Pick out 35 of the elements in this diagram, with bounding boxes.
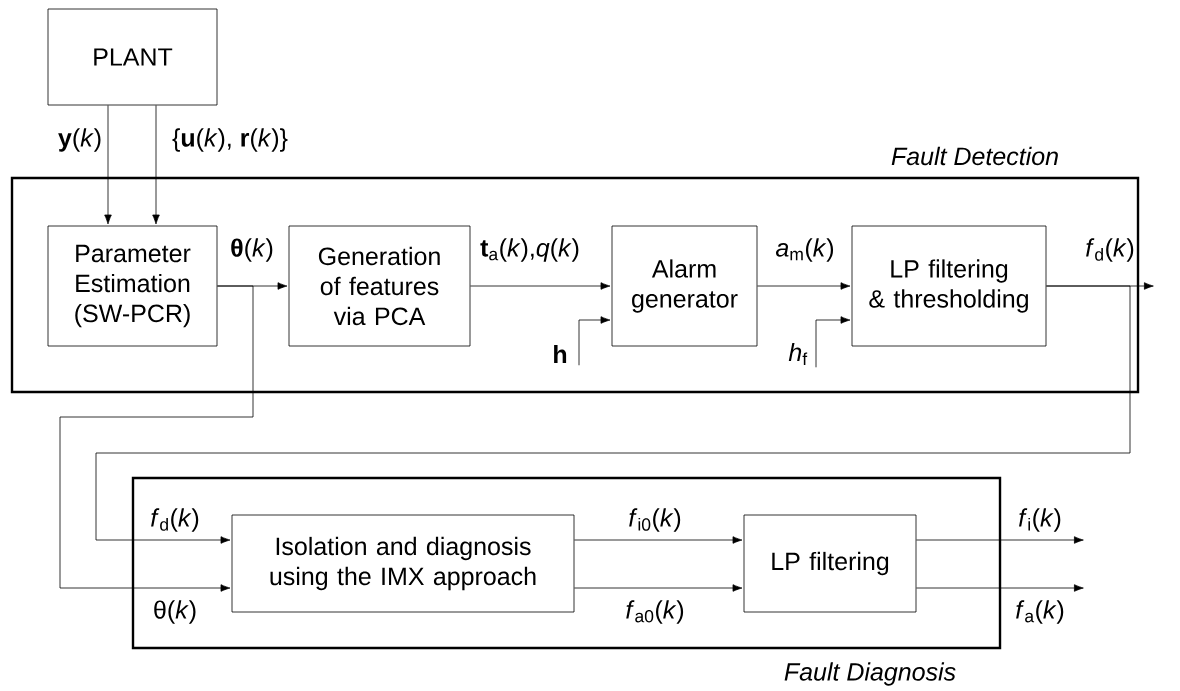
arrow	[757, 282, 851, 290]
process-box: Generation of features via PCA	[288, 225, 471, 347]
arrow	[916, 584, 1084, 592]
arrow	[815, 316, 851, 368]
arrow	[578, 316, 611, 366]
signal-label: f$_{a}$(k)	[1014, 599, 1066, 625]
process-box: Alarm generator	[611, 225, 758, 347]
process-box: Isolation and diagnosis using the IMX approach	[231, 514, 575, 613]
process-box: LP filtering	[743, 514, 917, 613]
signal-label: {u(k), r(k)}	[171, 127, 289, 153]
signal-label: θ(k)	[229, 237, 275, 263]
arrow	[916, 536, 1084, 544]
signal-label: t$_{a}$(k),q(k)	[479, 237, 581, 263]
signal-label: f$_{a0}$(k)	[624, 599, 686, 625]
arrow	[59, 285, 254, 592]
group-heading: Fault Diagnosis	[784, 662, 956, 686]
arrow	[574, 584, 743, 592]
signal-label: f$_{i}$(k)	[1017, 507, 1063, 533]
signal-label: a$_{m}$(k)	[774, 237, 836, 263]
signal-label: θ(k)	[151, 599, 199, 625]
input-label: h	[554, 344, 567, 364]
arrow	[574, 536, 743, 544]
signal-label: f$_{d}$(k)	[1084, 237, 1136, 263]
input-label: h$_{f}$	[788, 342, 808, 366]
arrow	[470, 282, 611, 290]
arrow	[152, 105, 160, 225]
group-heading: Fault Detection	[891, 146, 1058, 166]
signal-label: f$_{i0}$(k)	[627, 507, 683, 533]
process-box: Parameter Estimation (SW-PCR)	[47, 225, 218, 347]
signal-label: y(k)	[56, 127, 104, 153]
process-box: PLANT	[47, 8, 218, 106]
arrow	[95, 285, 1131, 544]
process-box: LP filtering & thresholding	[851, 225, 1047, 347]
signal-label: f$_{d}$(k)	[149, 507, 201, 533]
arrow	[104, 105, 112, 225]
